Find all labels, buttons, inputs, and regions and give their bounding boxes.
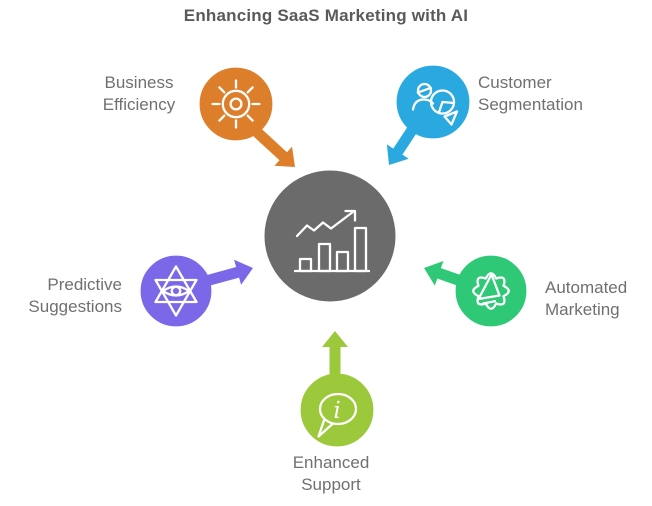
info-glyph: i xyxy=(333,398,340,424)
hexagram-eye-icon xyxy=(154,265,198,317)
bar-chart-growth-icon xyxy=(293,209,371,273)
page-title: Enhancing SaaS Marketing with AI xyxy=(183,6,469,25)
circle-predictive-suggestions xyxy=(137,252,215,330)
arrow-automated-marketing-fill xyxy=(424,261,463,287)
center-circle xyxy=(261,167,399,305)
arrow-predictive-suggestions-fill xyxy=(204,259,253,287)
label-automated-marketing: Automated Marketing xyxy=(545,278,628,319)
gear-megaphone-icon xyxy=(472,272,510,310)
node-customer-segmentation xyxy=(385,62,473,167)
person-pie-chart-icon xyxy=(411,82,459,126)
speech-bubble-info-icon xyxy=(317,392,358,438)
node-center-hub xyxy=(261,167,399,305)
label-customer-segmentation: Customer Segmentation xyxy=(478,73,583,114)
node-enhanced-support: i xyxy=(297,329,377,450)
label-predictive-suggestions: Predictive Suggestions xyxy=(28,275,122,316)
node-predictive-suggestions xyxy=(137,252,255,330)
arrow-business-efficiency-fill xyxy=(242,117,295,167)
circle-automated-marketing xyxy=(452,252,530,330)
arrow-enhanced-support-fill xyxy=(322,331,348,382)
node-business-efficiency xyxy=(196,64,297,169)
node-automated-marketing xyxy=(422,252,530,330)
sun-gear-icon xyxy=(211,79,261,129)
arrow-customer-segmentation-fill xyxy=(386,115,425,165)
label-business-efficiency: Business Efficiency xyxy=(102,73,176,114)
label-enhanced-support: Enhanced Support xyxy=(292,453,370,494)
